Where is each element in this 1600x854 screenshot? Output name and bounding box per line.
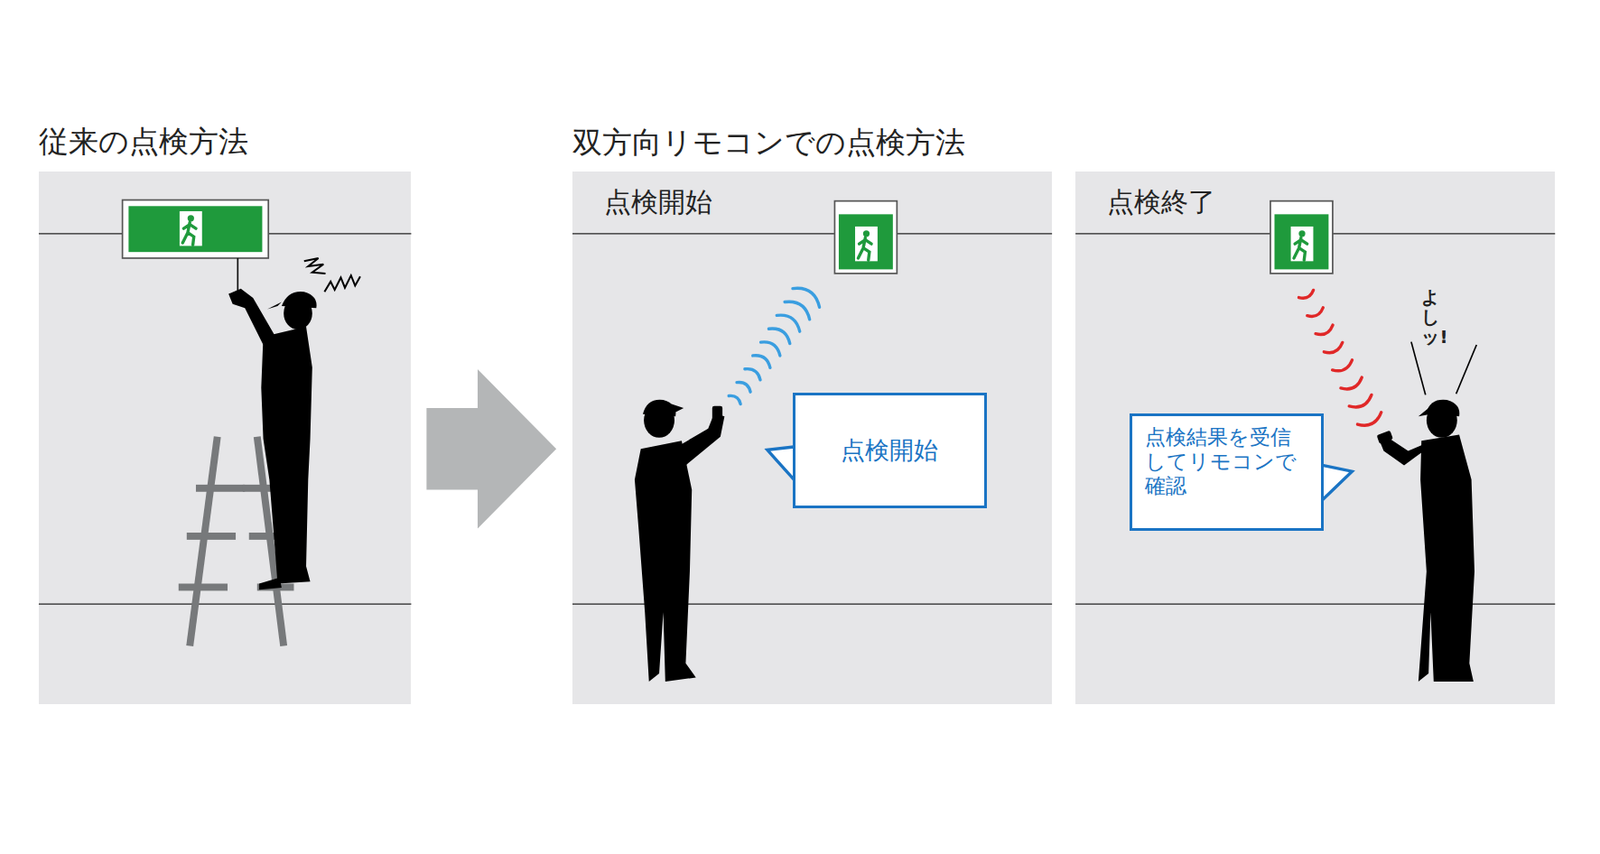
wave-arc bbox=[1357, 412, 1381, 426]
wave-arc bbox=[768, 328, 790, 345]
wave-arc bbox=[784, 301, 810, 320]
exit-sign bbox=[1270, 201, 1333, 274]
worker-with-remote bbox=[634, 400, 725, 682]
exit-sign bbox=[834, 201, 897, 274]
callout-text: 点検開始 bbox=[840, 436, 939, 466]
speech-callout: 点検結果を受信 してリモコンで 確認 bbox=[1129, 413, 1324, 531]
wave-arc bbox=[744, 369, 761, 381]
worker-on-ladder bbox=[228, 288, 317, 590]
wave-arc bbox=[792, 288, 820, 307]
section-title: 双方向リモコンでの点検方法 bbox=[572, 124, 966, 161]
callout-tail bbox=[767, 446, 1353, 501]
wave-arc bbox=[1323, 342, 1342, 353]
wave-arc bbox=[776, 315, 800, 332]
wave-arc bbox=[753, 355, 771, 369]
wave-arc bbox=[736, 381, 751, 392]
exclaim-lines bbox=[1411, 342, 1477, 396]
exclamation-text: よしッ! bbox=[1421, 287, 1440, 347]
wave-arc bbox=[1307, 307, 1324, 317]
exit-sign bbox=[122, 200, 270, 294]
callout-text: 点検結果を受信 してリモコンで 確認 bbox=[1144, 425, 1299, 499]
panel-heading: 点検開始 bbox=[604, 186, 805, 218]
stress-scribble bbox=[304, 258, 361, 292]
section-title-wrap: 双方向リモコンでの点検方法 bbox=[572, 124, 966, 161]
signal-waves bbox=[728, 288, 1382, 426]
wave-arc bbox=[761, 342, 781, 356]
exclamation-text-wrap: よしッ! bbox=[1421, 287, 1440, 347]
wave-arc bbox=[1348, 394, 1372, 408]
panel: 点検開始点検開始 bbox=[572, 171, 1052, 705]
panel-heading: 従来の点検方法 bbox=[38, 124, 260, 160]
wave-arc bbox=[1332, 360, 1353, 372]
wave-arc bbox=[1340, 377, 1362, 390]
panel-heading: 点検終了 bbox=[1106, 186, 1308, 218]
floor-lines bbox=[38, 233, 1555, 605]
wave-arc bbox=[728, 395, 741, 404]
wave-arc bbox=[1298, 289, 1313, 298]
speech-callout: 点検開始 bbox=[792, 392, 987, 509]
worker-confirming bbox=[1376, 400, 1475, 682]
block-arrow bbox=[426, 369, 557, 529]
wave-arc bbox=[1315, 325, 1333, 335]
